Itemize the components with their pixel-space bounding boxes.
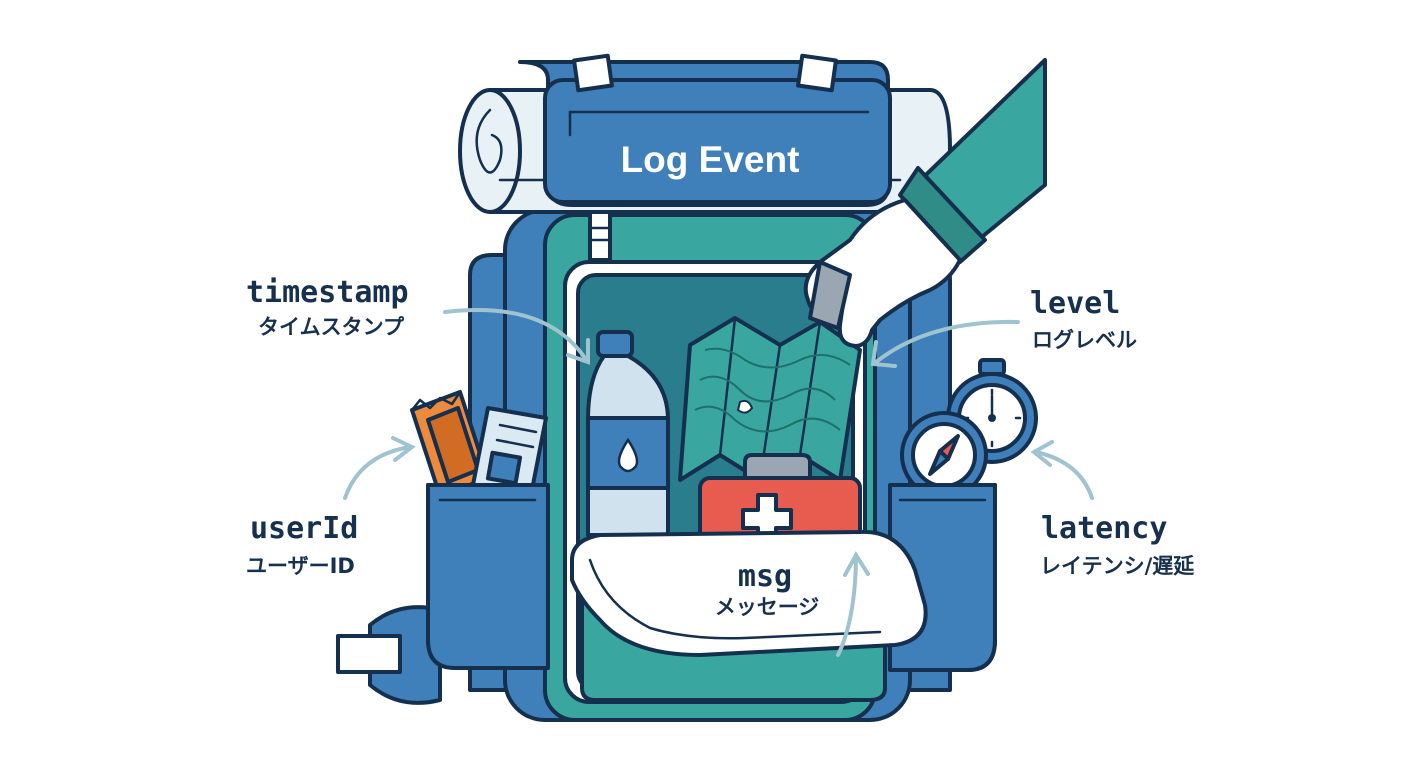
userId-arrow	[343, 445, 412, 500]
userId-field-label: ユーザーID	[246, 554, 355, 578]
compass-icon	[900, 411, 988, 499]
bottom-strap	[336, 605, 442, 705]
latency-arrow	[1034, 450, 1094, 500]
hand-icon	[803, 58, 1047, 348]
timestamp-arrow	[443, 307, 587, 360]
timestamp-field-name: timestamp	[246, 275, 409, 310]
timestamp-arrowhead	[566, 338, 590, 365]
latency-field-label: レイテンシ/遅延	[1040, 554, 1195, 578]
msg-arrow	[836, 558, 858, 657]
level-field-name: level	[1030, 286, 1120, 321]
level-arrowhead	[870, 340, 897, 368]
top-lid	[518, 53, 892, 207]
msg-field-name: msg	[738, 559, 792, 594]
water-bottle-icon	[586, 330, 670, 537]
msg-field-label: メッセージ	[715, 595, 820, 619]
level-field-label: ログレベル	[1032, 328, 1137, 352]
latency-arrowhead	[1030, 440, 1054, 467]
msg-arrowhead	[843, 551, 870, 577]
userId-field-name: userId	[250, 511, 358, 546]
timestamp-field-label: タイムスタンプ	[258, 315, 405, 339]
front-flap-pocket	[570, 529, 928, 702]
userId-arrowhead	[391, 436, 416, 462]
latency-field-name: latency	[1041, 511, 1167, 546]
page-title: Log Event	[621, 139, 800, 180]
level-arrow	[874, 319, 1020, 364]
